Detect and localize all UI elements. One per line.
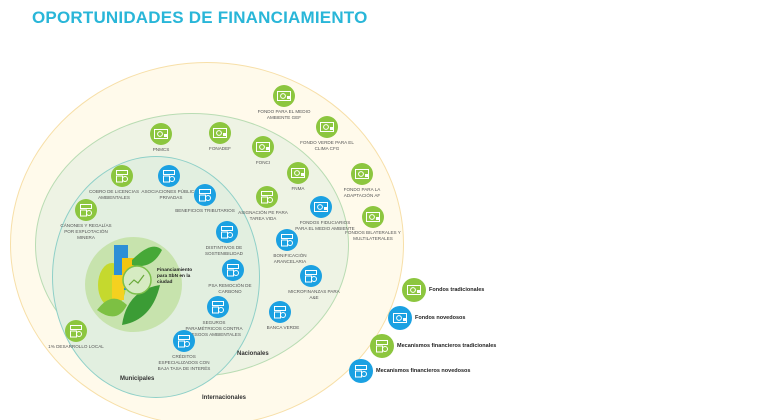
- fondos-novedosos-icon: [310, 196, 332, 218]
- mecanismos-tradicionales-icon: [256, 186, 278, 208]
- funding-node-label: Fondo para el medio ambiente GEF: [257, 109, 311, 120]
- fondos-tradicionales-icon: [287, 162, 309, 184]
- fondos-tradicionales-icon: [351, 163, 373, 185]
- banknote-icon: [407, 285, 421, 295]
- funding-node-label: Fondo verde para el clima CFG: [300, 140, 354, 151]
- calculator-icon: [116, 169, 128, 182]
- banknote-icon: [314, 202, 328, 212]
- calculator-icon: [305, 269, 317, 282]
- mecanismos-novedosos-icon: [269, 301, 291, 323]
- fondos-tradicionales-icon: [402, 278, 426, 302]
- legend-label: Fondos novedosos: [415, 315, 466, 321]
- mecanismos-tradicionales-icon: [65, 320, 87, 342]
- funding-node-label: Asociaciones público - privadas: [141, 189, 201, 200]
- calculator-icon: [281, 233, 293, 246]
- page-title: OPORTUNIDADES DE FINANCIAMIENTO: [32, 8, 368, 27]
- funding-node-label: 1% desarrollo local: [48, 344, 104, 349]
- mecanismos-novedosos-icon: [349, 359, 373, 383]
- funding-node-label: Cobro de licencias ambientales: [88, 189, 140, 200]
- mecanismos-tradicionales-icon: [370, 334, 394, 358]
- banknote-icon: [366, 212, 380, 222]
- calculator-icon: [163, 169, 175, 182]
- funding-node-label: Asignación PE para Tarea Vida: [238, 210, 288, 221]
- funding-node-label: Fondo para la adaptación AF: [343, 187, 381, 198]
- legend-label: Fondos tradicionales: [429, 287, 485, 293]
- mecanismos-novedosos-icon: [173, 330, 195, 352]
- funding-node-label: PNMCS: [152, 147, 170, 152]
- legend-label: Mecanismos financieros tradicionales: [397, 343, 497, 349]
- funding-node-label: Créditos especializados con baja tasa de…: [157, 354, 211, 371]
- funding-node-label: Fondos fiduciarios para el medio ambient…: [295, 220, 355, 231]
- funding-node-label: Bonificación arancelaria: [273, 253, 307, 264]
- fondos-novedosos-icon: [388, 306, 412, 330]
- banknote-icon: [213, 128, 227, 138]
- funding-node-label: Seguros paramétricos contra riesgos ambi…: [185, 320, 243, 337]
- calculator-icon: [261, 190, 273, 203]
- funding-node-label: Banca verde: [266, 325, 300, 330]
- banknote-icon: [291, 168, 305, 178]
- mecanismos-novedosos-icon: [158, 165, 180, 187]
- calculator-icon: [355, 364, 367, 377]
- banknote-icon: [154, 129, 168, 139]
- legend-item-fondos-novedosos: Fondos novedosos: [388, 306, 465, 330]
- funding-node-label: Cánones y regalías por explotación miner…: [60, 223, 112, 240]
- mecanismos-novedosos-icon: [222, 259, 244, 281]
- mecanismos-novedosos-icon: [300, 265, 322, 287]
- calculator-icon: [274, 305, 286, 318]
- mecanismos-novedosos-icon: [207, 296, 229, 318]
- fondos-tradicionales-icon: [209, 122, 231, 144]
- banknote-icon: [355, 169, 369, 179]
- funding-node-label: FNMA: [291, 186, 305, 191]
- banknote-icon: [393, 313, 407, 323]
- calculator-icon: [178, 334, 190, 347]
- mecanismos-novedosos-icon: [276, 229, 298, 251]
- calculator-icon: [376, 339, 388, 352]
- mecanismos-novedosos-icon: [216, 221, 238, 243]
- calculator-icon: [221, 225, 233, 238]
- mecanismos-tradicionales-icon: [75, 199, 97, 221]
- funding-node-label: FONCI: [255, 160, 271, 165]
- fondos-tradicionales-icon: [316, 116, 338, 138]
- calculator-icon: [199, 188, 211, 201]
- ring-label-internacionales: Internacionales: [202, 395, 247, 401]
- funding-node-label: PSA remoción de carbono: [208, 283, 252, 294]
- calculator-icon: [70, 324, 82, 337]
- calculator-icon: [212, 300, 224, 313]
- fondos-tradicionales-icon: [362, 206, 384, 228]
- fondos-tradicionales-icon: [273, 85, 295, 107]
- mecanismos-tradicionales-icon: [111, 165, 133, 187]
- ring-label-municipales: Municipales: [120, 376, 155, 382]
- funding-node-label: Distintivos de sostenibilidad: [204, 245, 244, 256]
- banknote-icon: [277, 91, 291, 101]
- calculator-icon: [80, 203, 92, 216]
- mecanismos-novedosos-icon: [194, 184, 216, 206]
- legend-item-mecanismos-tradicionales: Mecanismos financieros tradicionales: [370, 334, 496, 358]
- fondos-tradicionales-icon: [252, 136, 274, 158]
- banknote-icon: [320, 122, 334, 132]
- legend-label: Mecanismos financieros novedosos: [376, 368, 471, 374]
- funding-node-label: Fondos bilaterales y multilaterales: [345, 230, 401, 241]
- fondos-tradicionales-icon: [150, 123, 172, 145]
- core-label: Financiamiento para SbN en la ciudad: [157, 268, 193, 285]
- ring-label-nacionales: Nacionales: [237, 351, 269, 357]
- legend-item-fondos-tradicionales: Fondos tradicionales: [402, 278, 484, 302]
- funding-node-label: FONADEF: [209, 146, 231, 151]
- funding-node-label: Microfinanzas para A&E: [288, 289, 340, 300]
- calculator-icon: [227, 263, 239, 276]
- city-nature-illustration: [97, 245, 162, 325]
- funding-node-label: Beneficios tributarios: [175, 208, 235, 213]
- legend-item-mecanismos-novedosos: Mecanismos financieros novedosos: [349, 359, 470, 383]
- banknote-icon: [256, 142, 270, 152]
